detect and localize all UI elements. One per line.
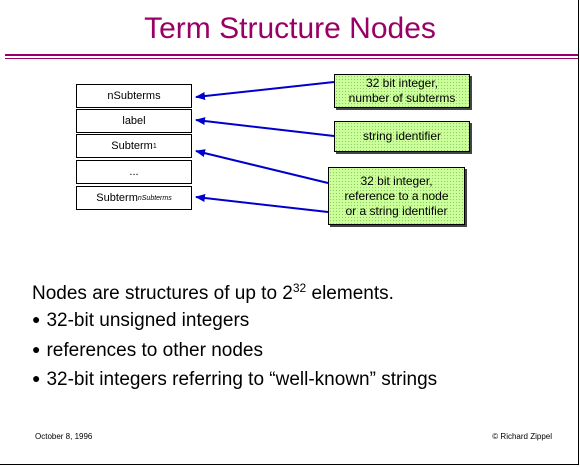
bullet-text: 32-bit integers referring to “well-known… [46, 369, 438, 390]
callout-line: or a string identifier [345, 203, 448, 218]
callout-line: string identifier [362, 129, 442, 143]
intro-text: Nodes are structures of up to 232 elemen… [32, 281, 394, 305]
cell-ellipsis: ... [76, 160, 192, 184]
callout-count: 32 bit integer, number of subterms [334, 74, 470, 108]
callout-reference: 32 bit integer, reference to a node or a… [328, 167, 465, 225]
callout-line: 32 bit integer, [365, 76, 439, 90]
cell-label: Subterm [96, 192, 138, 204]
intro-suffix: elements. [306, 283, 394, 304]
arrow-string [195, 117, 335, 137]
bullet-item: ● 32-bit unsigned integers [32, 310, 249, 332]
cell-label-field: label [76, 109, 192, 133]
intro-exponent: 32 [292, 281, 307, 295]
callout-line: number of subterms [348, 91, 456, 105]
callout-string: string identifier [334, 121, 470, 152]
title-rule-thick [5, 54, 578, 56]
cell-label: nSubterms [107, 90, 161, 102]
arrow-subterm-n [195, 194, 329, 213]
bullet-dot-icon: ● [32, 341, 41, 357]
cell-label: ... [129, 166, 139, 178]
cell-subscript: 1 [152, 142, 157, 150]
callout-line: 32 bit integer, [360, 173, 433, 188]
slide-title: Term Structure Nodes [144, 12, 436, 45]
cell-label: Subterm [111, 140, 153, 152]
cell-subscript: nSubterms [137, 194, 172, 202]
cell-nsubterms: nSubterms [76, 84, 192, 108]
intro-prefix: Nodes are structures of up to 2 [32, 283, 293, 304]
arrow-count [195, 81, 335, 101]
footer-copyright: © Richard Zippel [492, 432, 552, 441]
bullet-item: ● 32-bit integers referring to “well-know… [32, 369, 437, 391]
title-rule-thin [5, 58, 578, 59]
arrow-subterm-1 [195, 149, 329, 184]
bullet-text: references to other nodes [46, 340, 263, 361]
bullet-text: 32-bit unsigned integers [46, 310, 250, 331]
cell-label: label [122, 115, 146, 127]
callout-line: reference to a node [344, 188, 449, 203]
footer-date: October 8, 1996 [35, 432, 93, 441]
bullet-dot-icon: ● [32, 311, 41, 327]
bullet-dot-icon: ● [32, 370, 41, 386]
bullet-item: ● references to other nodes [32, 340, 263, 362]
